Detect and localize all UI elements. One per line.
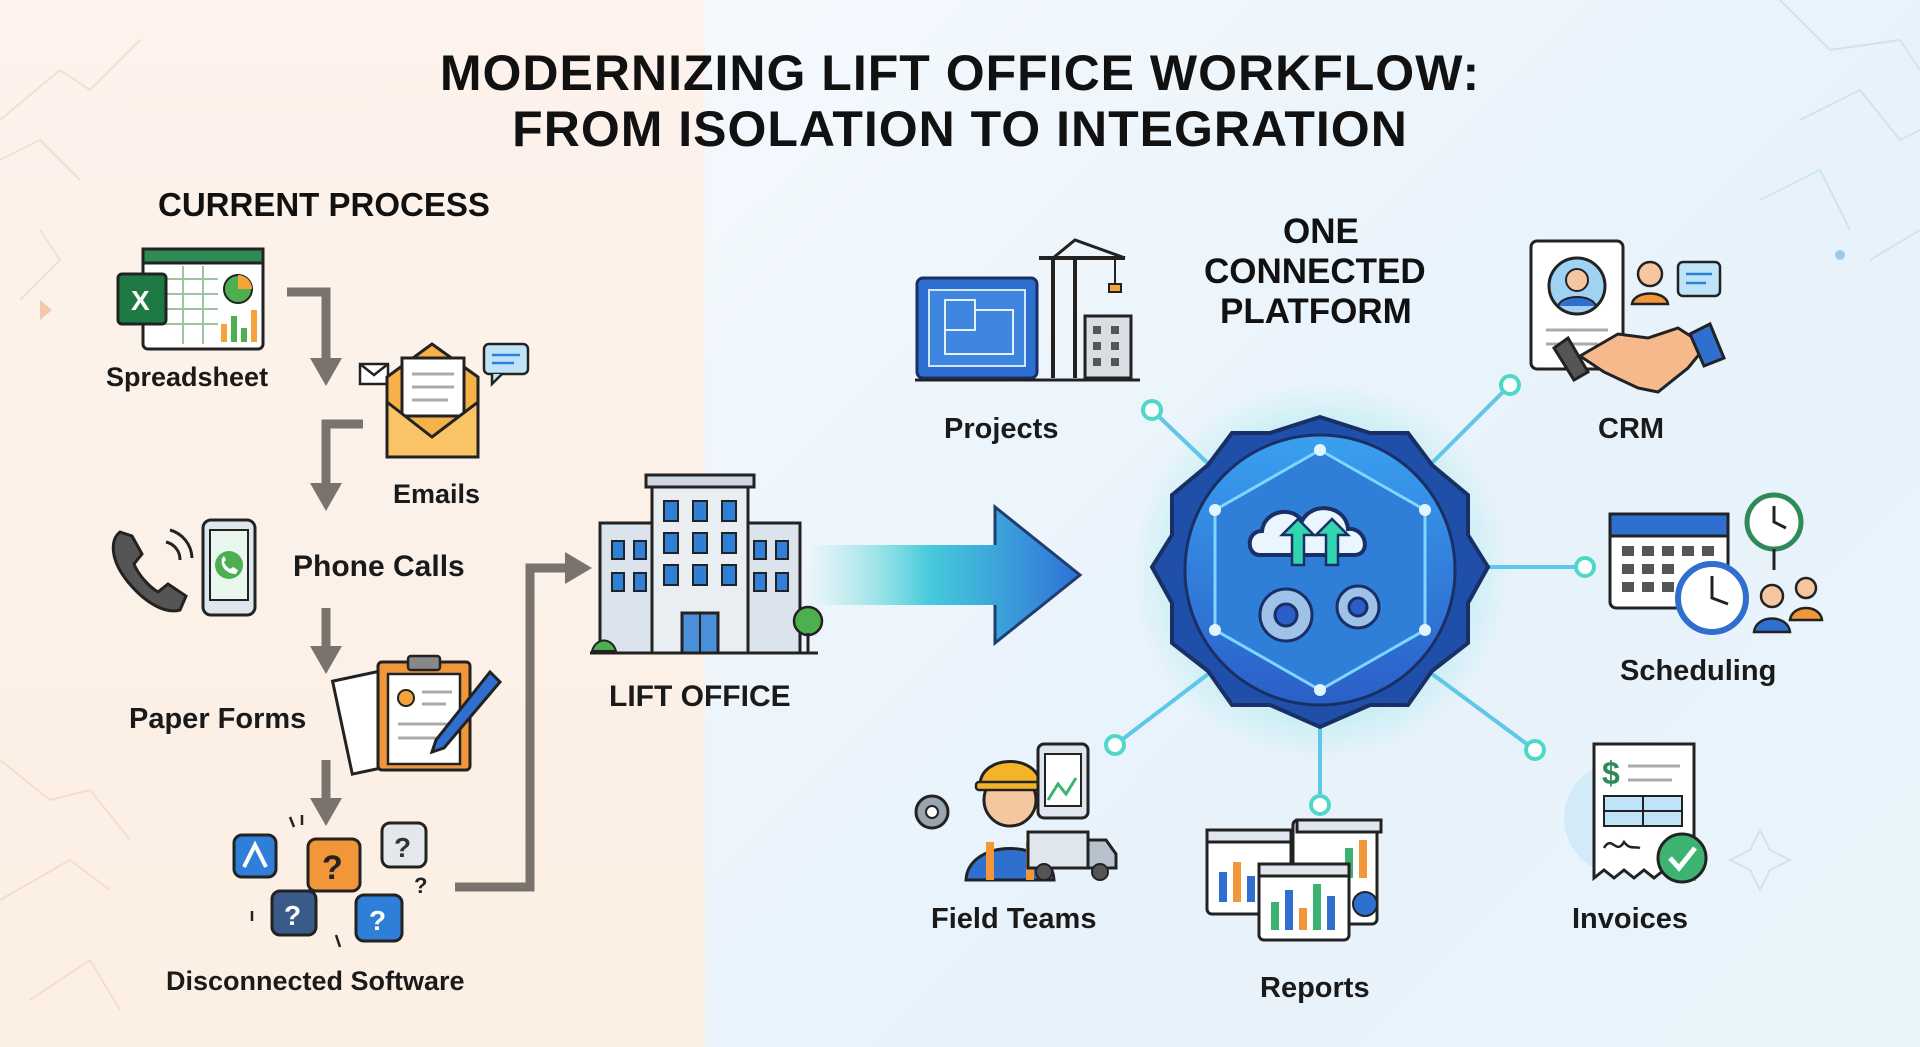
reports-label: Reports xyxy=(1260,972,1370,1004)
office-building-icon xyxy=(590,473,824,655)
email-icon xyxy=(358,342,530,459)
phone-icon xyxy=(111,518,257,617)
page-title-line-2: FROM ISOLATION TO INTEGRATION xyxy=(512,101,1408,157)
handshake-profile-icon xyxy=(1529,239,1726,394)
process-flow-arrows xyxy=(287,287,592,892)
projects-label: Projects xyxy=(944,413,1059,445)
svg-text:?: ? xyxy=(369,905,386,936)
crm-label: CRM xyxy=(1598,413,1665,445)
svg-text:?: ? xyxy=(284,900,301,931)
disconnected-software-icon: ? ? ? ? ? xyxy=(232,815,428,948)
svg-text:?: ? xyxy=(394,832,411,863)
platform-heading-line-1: ONE xyxy=(1283,212,1359,251)
platform-heading-line-2: CONNECTED xyxy=(1204,252,1426,291)
paper-forms-icon xyxy=(330,654,503,776)
page-title-line-1: MODERNIZING LIFT OFFICE WORKFLOW: xyxy=(439,45,1481,101)
spreadsheet-icon: X xyxy=(116,247,265,351)
paper-forms-label: Paper Forms xyxy=(129,703,307,735)
reports-charts-icon xyxy=(1205,818,1383,942)
scheduling-label: Scheduling xyxy=(1620,655,1777,687)
worker-truck-icon xyxy=(914,742,1118,882)
svg-text:X: X xyxy=(131,285,150,316)
svg-text:$: $ xyxy=(1602,755,1620,791)
spreadsheet-label: Spreadsheet xyxy=(106,362,269,392)
lift-office-label: LIFT OFFICE xyxy=(609,680,791,713)
current-process-heading: CURRENT PROCESS xyxy=(158,186,490,223)
calendar-clock-icon xyxy=(1608,492,1824,635)
invoices-label: Invoices xyxy=(1572,903,1689,935)
blueprint-crane-icon xyxy=(915,238,1140,382)
transformation-arrow xyxy=(805,503,1083,647)
disconnected-software-label: Disconnected Software xyxy=(166,966,465,996)
emails-label: Emails xyxy=(393,479,481,509)
platform-heading-line-3: PLATFORM xyxy=(1220,292,1412,331)
svg-text:?: ? xyxy=(322,849,343,887)
cloud-gear-hub-icon xyxy=(1104,374,1596,816)
invoice-check-icon: $ xyxy=(1564,742,1708,884)
field-teams-label: Field Teams xyxy=(931,903,1097,935)
phone-calls-label: Phone Calls xyxy=(293,550,465,583)
svg-text:?: ? xyxy=(414,873,427,898)
